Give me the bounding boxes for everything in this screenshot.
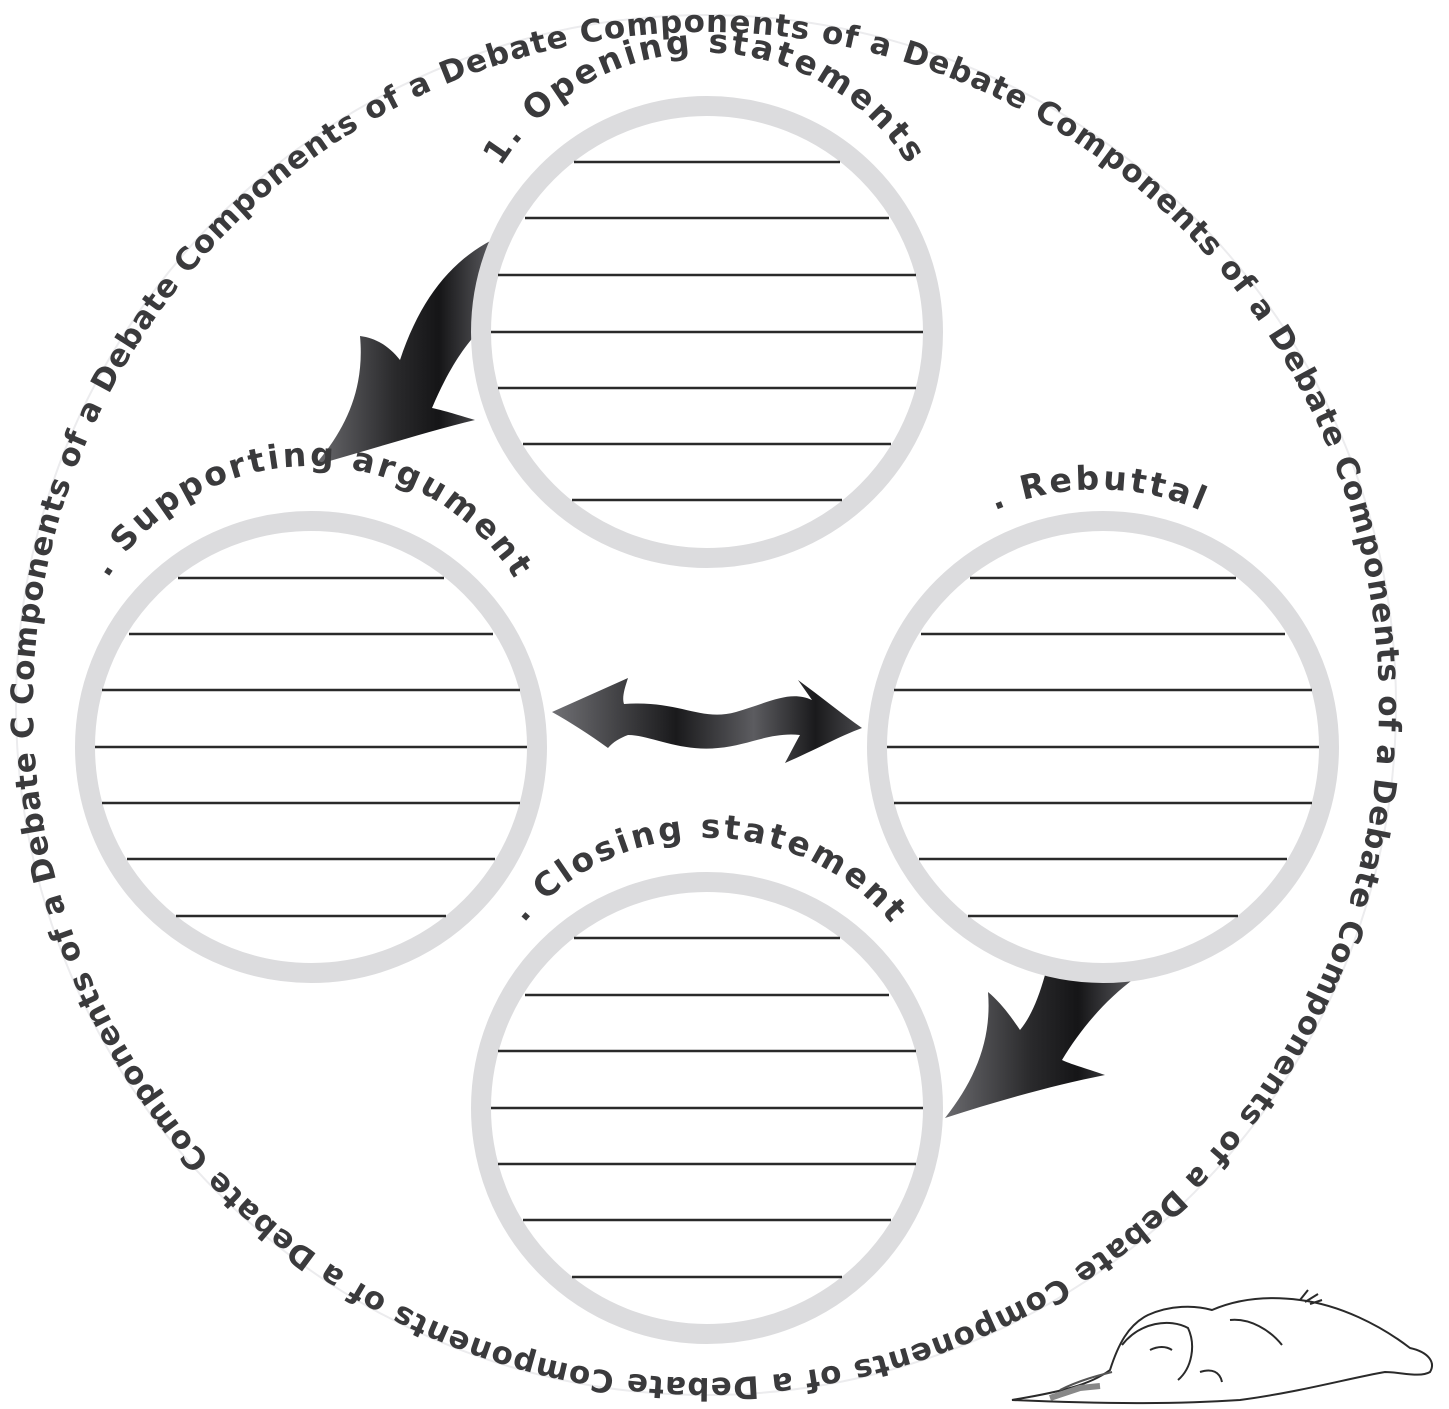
curved-arrow-icon [315,240,492,465]
double-arrow-icon [552,678,862,763]
sleeping-dog-illustration [1012,1290,1432,1403]
curved-arrow-icon [945,975,1135,1118]
section-supporting: 2. Supporting arguments [0,0,542,973]
section-opening: 1. Opening statements [475,21,936,558]
